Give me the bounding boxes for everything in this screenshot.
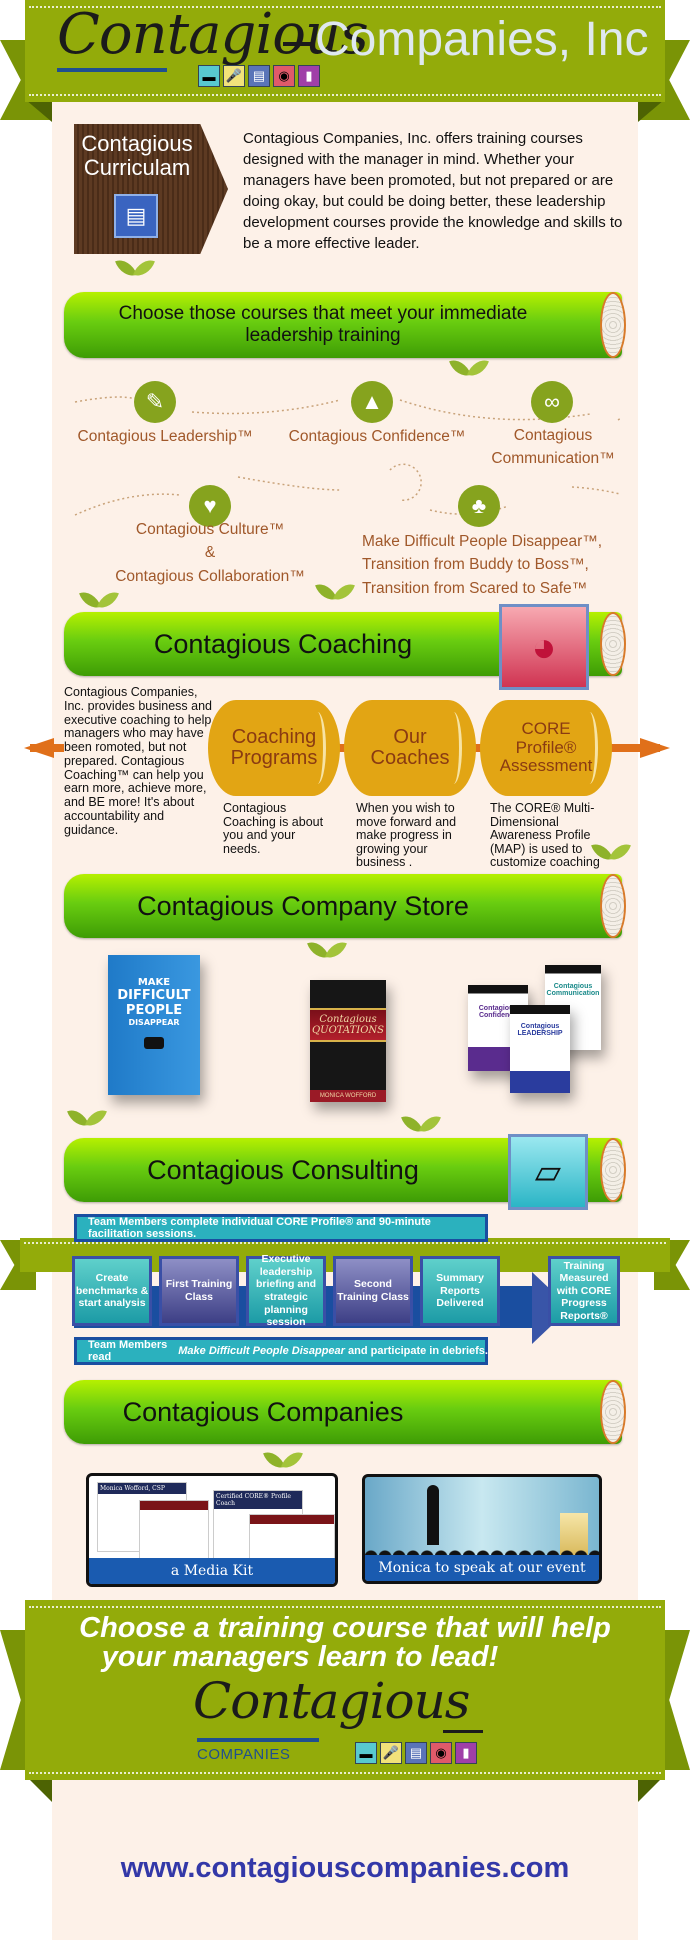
sign-label-2: Curriculam — [83, 155, 191, 181]
table-icon: ▬ — [198, 65, 220, 87]
process-step-2: First Training Class — [159, 1256, 239, 1326]
course-culture-collaboration[interactable]: Contagious Culture™&Contagious Collabora… — [115, 521, 305, 585]
logo-icons: ▬ 🎤 ▤ ◉ ▮ — [355, 1742, 477, 1764]
logo-icons: ▬ 🎤 ▤ ◉ ▮ — [198, 65, 320, 87]
drum-desc-our-coaches: When you wish to move forward and make p… — [356, 801, 457, 869]
dotted-path — [74, 396, 620, 516]
logo-dash — [443, 1730, 483, 1733]
sign-label-1: Contagious — [81, 131, 193, 156]
drum-desc-coaching-programs: Contagious Coaching is about you and you… — [223, 801, 324, 856]
curriculum-sign: Contagious Curriculam ▤ — [74, 124, 228, 254]
process-step-4: Second Training Class — [333, 1256, 413, 1326]
coaching-intro: Contagious Companies, Inc. provides busi… — [64, 685, 213, 838]
leaf-decoration — [118, 258, 152, 280]
course-confidence[interactable]: Contagious Confidence™ — [288, 428, 466, 445]
process-final-step: Training Measured with CORE Progress Rep… — [548, 1256, 620, 1326]
whistle-icon: ◉ — [273, 65, 295, 87]
easel-icon: ▤ — [405, 1742, 427, 1764]
event-caption: Monica to speak at our event — [365, 1555, 599, 1581]
process-step-5: Summary Reports Delivered — [420, 1256, 500, 1326]
magic-hat-icon — [144, 1037, 164, 1049]
footer-cta: Choose a training course that will help … — [79, 1612, 611, 1673]
book-icon: ▮ — [455, 1742, 477, 1764]
media-kit-caption: a Media Kit — [89, 1558, 335, 1584]
arrow-head-right — [640, 738, 670, 758]
leaf-decoration — [318, 582, 352, 604]
logo-underline — [57, 68, 167, 72]
drum-desc-core-profile: The CORE® Multi-Dimensional Awareness Pr… — [490, 801, 600, 869]
leaf-decoration — [310, 940, 344, 962]
logo-underline — [197, 1738, 319, 1742]
process-top-bar: Team Members complete individual CORE Pr… — [74, 1214, 488, 1242]
product-book-difficult-people[interactable]: MAKE DIFFICULT PEOPLE DISAPPEAR — [108, 955, 200, 1095]
website-link[interactable]: www.contagiouscompanies.com — [120, 1852, 570, 1884]
store-banner: Contagious Company Store — [64, 874, 626, 938]
process-step-3: Executive leadership briefing and strate… — [246, 1253, 326, 1328]
easel-icon: ▤ — [114, 194, 158, 238]
heart-icon: ♥ — [189, 485, 231, 527]
curriculum-intro: Contagious Companies, Inc. offers traini… — [243, 130, 623, 252]
leaf-decoration — [266, 1450, 300, 1472]
tent-icon: ▲ — [351, 381, 393, 423]
courses-banner-line2: leadership training — [245, 325, 401, 346]
whistle-icon: ◉ — [430, 1742, 452, 1764]
easel-icon: ▤ — [248, 65, 270, 87]
companies-title: Contagious Companies — [122, 1396, 404, 1427]
microphone-icon: 🎤 — [380, 1742, 402, 1764]
course-leadership[interactable]: Contagious Leadership™ — [77, 428, 253, 445]
product-dvd-leadership[interactable]: Contagious LEADERSHIP — [510, 1005, 570, 1093]
leaf-decoration — [404, 1114, 438, 1136]
conference-table-icon: ▱ — [508, 1134, 588, 1210]
table-icon: ▬ — [355, 1742, 377, 1764]
product-book-quotations[interactable]: Contagious QUOTATIONS MONICA WOFFORD — [310, 980, 386, 1102]
arrow-head-left — [24, 738, 54, 758]
logo-dash — [283, 42, 311, 46]
leaf-decoration — [452, 358, 486, 380]
book-icon: ▮ — [298, 65, 320, 87]
leaf-decoration — [82, 590, 116, 612]
leaf-decoration — [70, 1108, 104, 1130]
process-bottom-bar: Team Members read Make Difficult People … — [74, 1337, 488, 1365]
footer-logo-script: Contagious — [193, 1672, 470, 1730]
link-icon: ∞ — [531, 381, 573, 423]
coaching-title: Contagious Coaching — [153, 628, 413, 659]
courses-banner-line1: Choose those courses that meet your imme… — [118, 303, 528, 325]
header-logo-script: Contagious — [57, 2, 369, 67]
consulting-title: Contagious Consulting — [147, 1154, 419, 1185]
speaking-event-card[interactable]: Monica to speak at our event — [362, 1474, 602, 1584]
footer-logo-sub: COMPANIES — [197, 1746, 291, 1763]
microphone-icon: 🎤 — [223, 65, 245, 87]
footer-band: Choose a training course that will help … — [25, 1600, 665, 1780]
media-kit-card[interactable]: Monica Wofford, CSP Certified CORE® Prof… — [86, 1473, 338, 1587]
process-step-1: Create benchmarks & start analysis — [72, 1256, 152, 1326]
companies-banner: Contagious Companies — [64, 1380, 626, 1444]
courses-banner: Choose those courses that meet your imme… — [64, 292, 626, 358]
leaf-decoration — [594, 842, 628, 864]
speaker-silhouette — [427, 1485, 439, 1545]
torch-icon: ✎ — [134, 381, 176, 423]
store-title: Contagious Company Store — [137, 890, 469, 921]
whistle-icon: ◕ — [499, 604, 589, 690]
tree-icon: ♣ — [458, 485, 500, 527]
course-difficult-people[interactable]: Make Difficult People Disappear™,Transit… — [362, 533, 603, 597]
header-band: Contagious Companies, Inc ▬ 🎤 ▤ ◉ ▮ — [25, 0, 665, 102]
header-title: Companies, Inc — [315, 13, 649, 66]
